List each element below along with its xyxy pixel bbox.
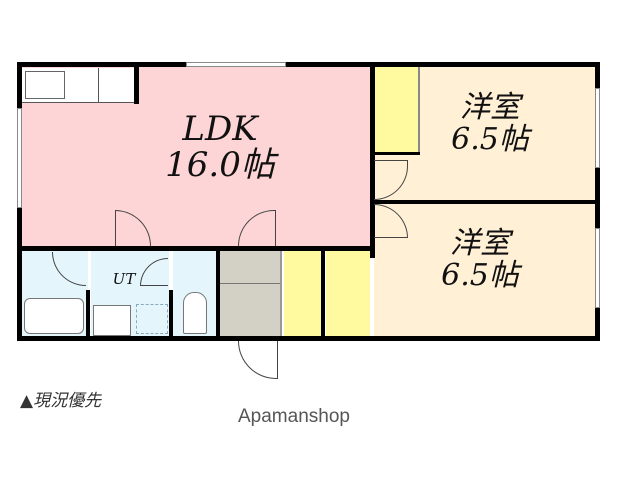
wall-toilet-entrance	[216, 250, 220, 340]
wall-bottom	[17, 336, 600, 341]
window-left	[17, 108, 22, 208]
entrance	[220, 250, 282, 336]
toilet-icon	[183, 292, 207, 334]
western-2-size: 6.5帖	[441, 257, 519, 293]
entrance-step	[220, 283, 280, 284]
closet-bottom-1	[284, 250, 322, 336]
wall-ldk-right	[370, 62, 375, 258]
current-condition-note: ▲現況優先	[20, 391, 102, 411]
ldk-size: 16.0帖	[165, 144, 275, 185]
washing-machine-space	[136, 304, 168, 334]
sink-icon	[25, 71, 65, 99]
room-western-2	[374, 204, 596, 338]
window-top	[186, 62, 286, 67]
wall-closet-bottom	[374, 152, 420, 155]
bathtub-icon	[24, 298, 84, 334]
kitchen-counter	[22, 68, 136, 103]
ldk-label: LDK 16.0帖	[120, 109, 320, 185]
wall-top	[17, 62, 600, 67]
counter-divider	[98, 68, 99, 102]
wall-closet-divider	[321, 250, 325, 340]
brand-logo: Apamanshop	[238, 406, 350, 427]
window-right-1	[595, 88, 600, 168]
closet-top	[374, 66, 420, 154]
closet-bottom-2	[326, 250, 370, 336]
western-1-size: 6.5帖	[451, 121, 529, 157]
door-front[interactable]	[238, 341, 278, 379]
western-1-label: 洋室 6.5帖	[420, 92, 560, 155]
wall-rooms-divider	[370, 200, 600, 204]
western-2-name: 洋室	[450, 226, 510, 261]
western-2-label: 洋室 6.5帖	[410, 228, 550, 291]
washbasin-icon	[93, 305, 131, 336]
wall-utility-toilet	[169, 290, 173, 340]
wall-bath-utility	[86, 290, 90, 340]
utility-label: UT	[112, 270, 136, 288]
wall-ldk-bottom	[17, 246, 374, 251]
window-right-2	[595, 228, 600, 308]
western-1-name: 洋室	[460, 90, 520, 125]
kitchen-wall	[134, 66, 139, 104]
ldk-name: LDK	[182, 109, 258, 149]
